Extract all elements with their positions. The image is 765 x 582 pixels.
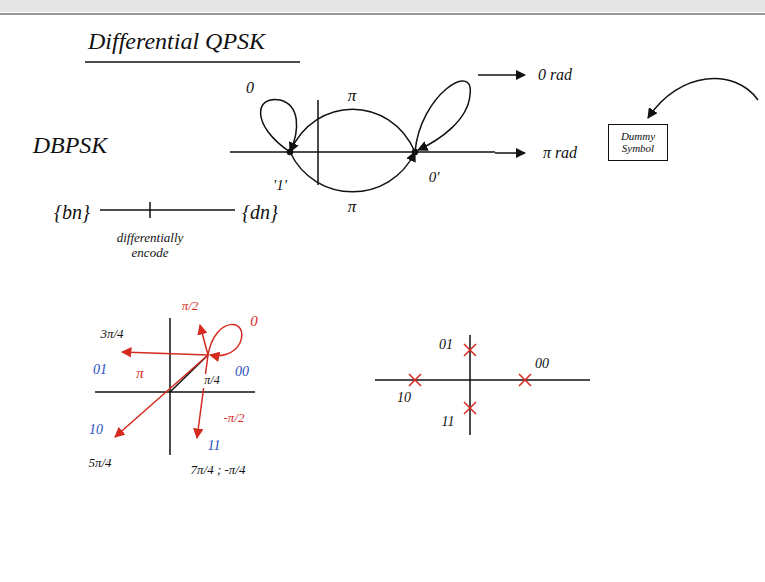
self-loop [208,325,242,356]
phase-arrow [122,352,208,355]
bit-label: 10 [395,390,413,406]
encoder-line [100,202,235,218]
state-label: 0' [427,169,442,186]
transition-label: π [346,197,359,217]
box-label: Dummy Symbol [615,130,661,154]
bit-label: 11 [440,414,457,430]
phase-label: 7π/4 ; -π/4 [189,463,248,478]
bit-label: 11 [206,438,223,454]
qpsk-transitions [95,318,255,455]
symbol-box: Dummy Symbol [608,124,668,161]
symbol-cross [464,402,476,414]
phase-label: π [134,365,146,382]
axis [317,100,319,185]
bit-label: 01 [91,362,109,378]
phase-arrow [115,355,208,437]
transition-arc [290,152,415,192]
curved-arrow [648,79,758,118]
phase-label: 3π/4 [98,327,125,342]
bit-label: 00 [533,356,551,372]
title-underline [85,61,300,63]
bit-label: 01 [437,337,455,353]
phase-label: -π/2 [222,411,247,426]
self-loop [415,81,470,152]
symbol-cross [519,374,531,386]
state-diagram [230,75,525,192]
scheme-name: DBPSK [31,132,110,160]
transition-label: 0 [244,79,256,97]
top-rule [0,13,765,15]
axis [375,379,590,381]
axis [169,318,171,455]
symbol-cross [464,344,476,356]
heading: Differential QPSK [88,28,265,55]
block-note: differentially encode [98,231,202,261]
pointer-arrow [495,152,525,154]
pointer-arrow [478,74,525,76]
phase-arrow [200,325,208,355]
axis [230,151,495,153]
transition-arc [290,109,415,152]
symbol-cross [409,374,421,386]
phase-arrow [197,355,208,438]
state-point [288,150,293,155]
phase-note: 0 rad [536,66,574,84]
top-band [0,0,765,12]
axis [95,391,255,393]
transition-label: π [346,86,359,106]
phase-label: 5π/4 [86,456,113,471]
bit-label: 10 [87,422,105,438]
state-point [413,150,418,155]
sequence-name: {dn} [240,201,280,224]
bit-label: 00 [233,364,251,380]
sequence-name: {bn} [52,201,92,224]
encoder-tick [149,202,151,218]
phase-label: π/2 [180,299,201,314]
signal-line [100,209,235,211]
phase-note: π rad [541,144,579,162]
qpsk-constellation [375,335,590,435]
phase-label: 0 [248,313,260,330]
phase-label: π/4 [202,374,221,388]
state-label: '1' [271,177,289,194]
self-loop [261,99,297,152]
